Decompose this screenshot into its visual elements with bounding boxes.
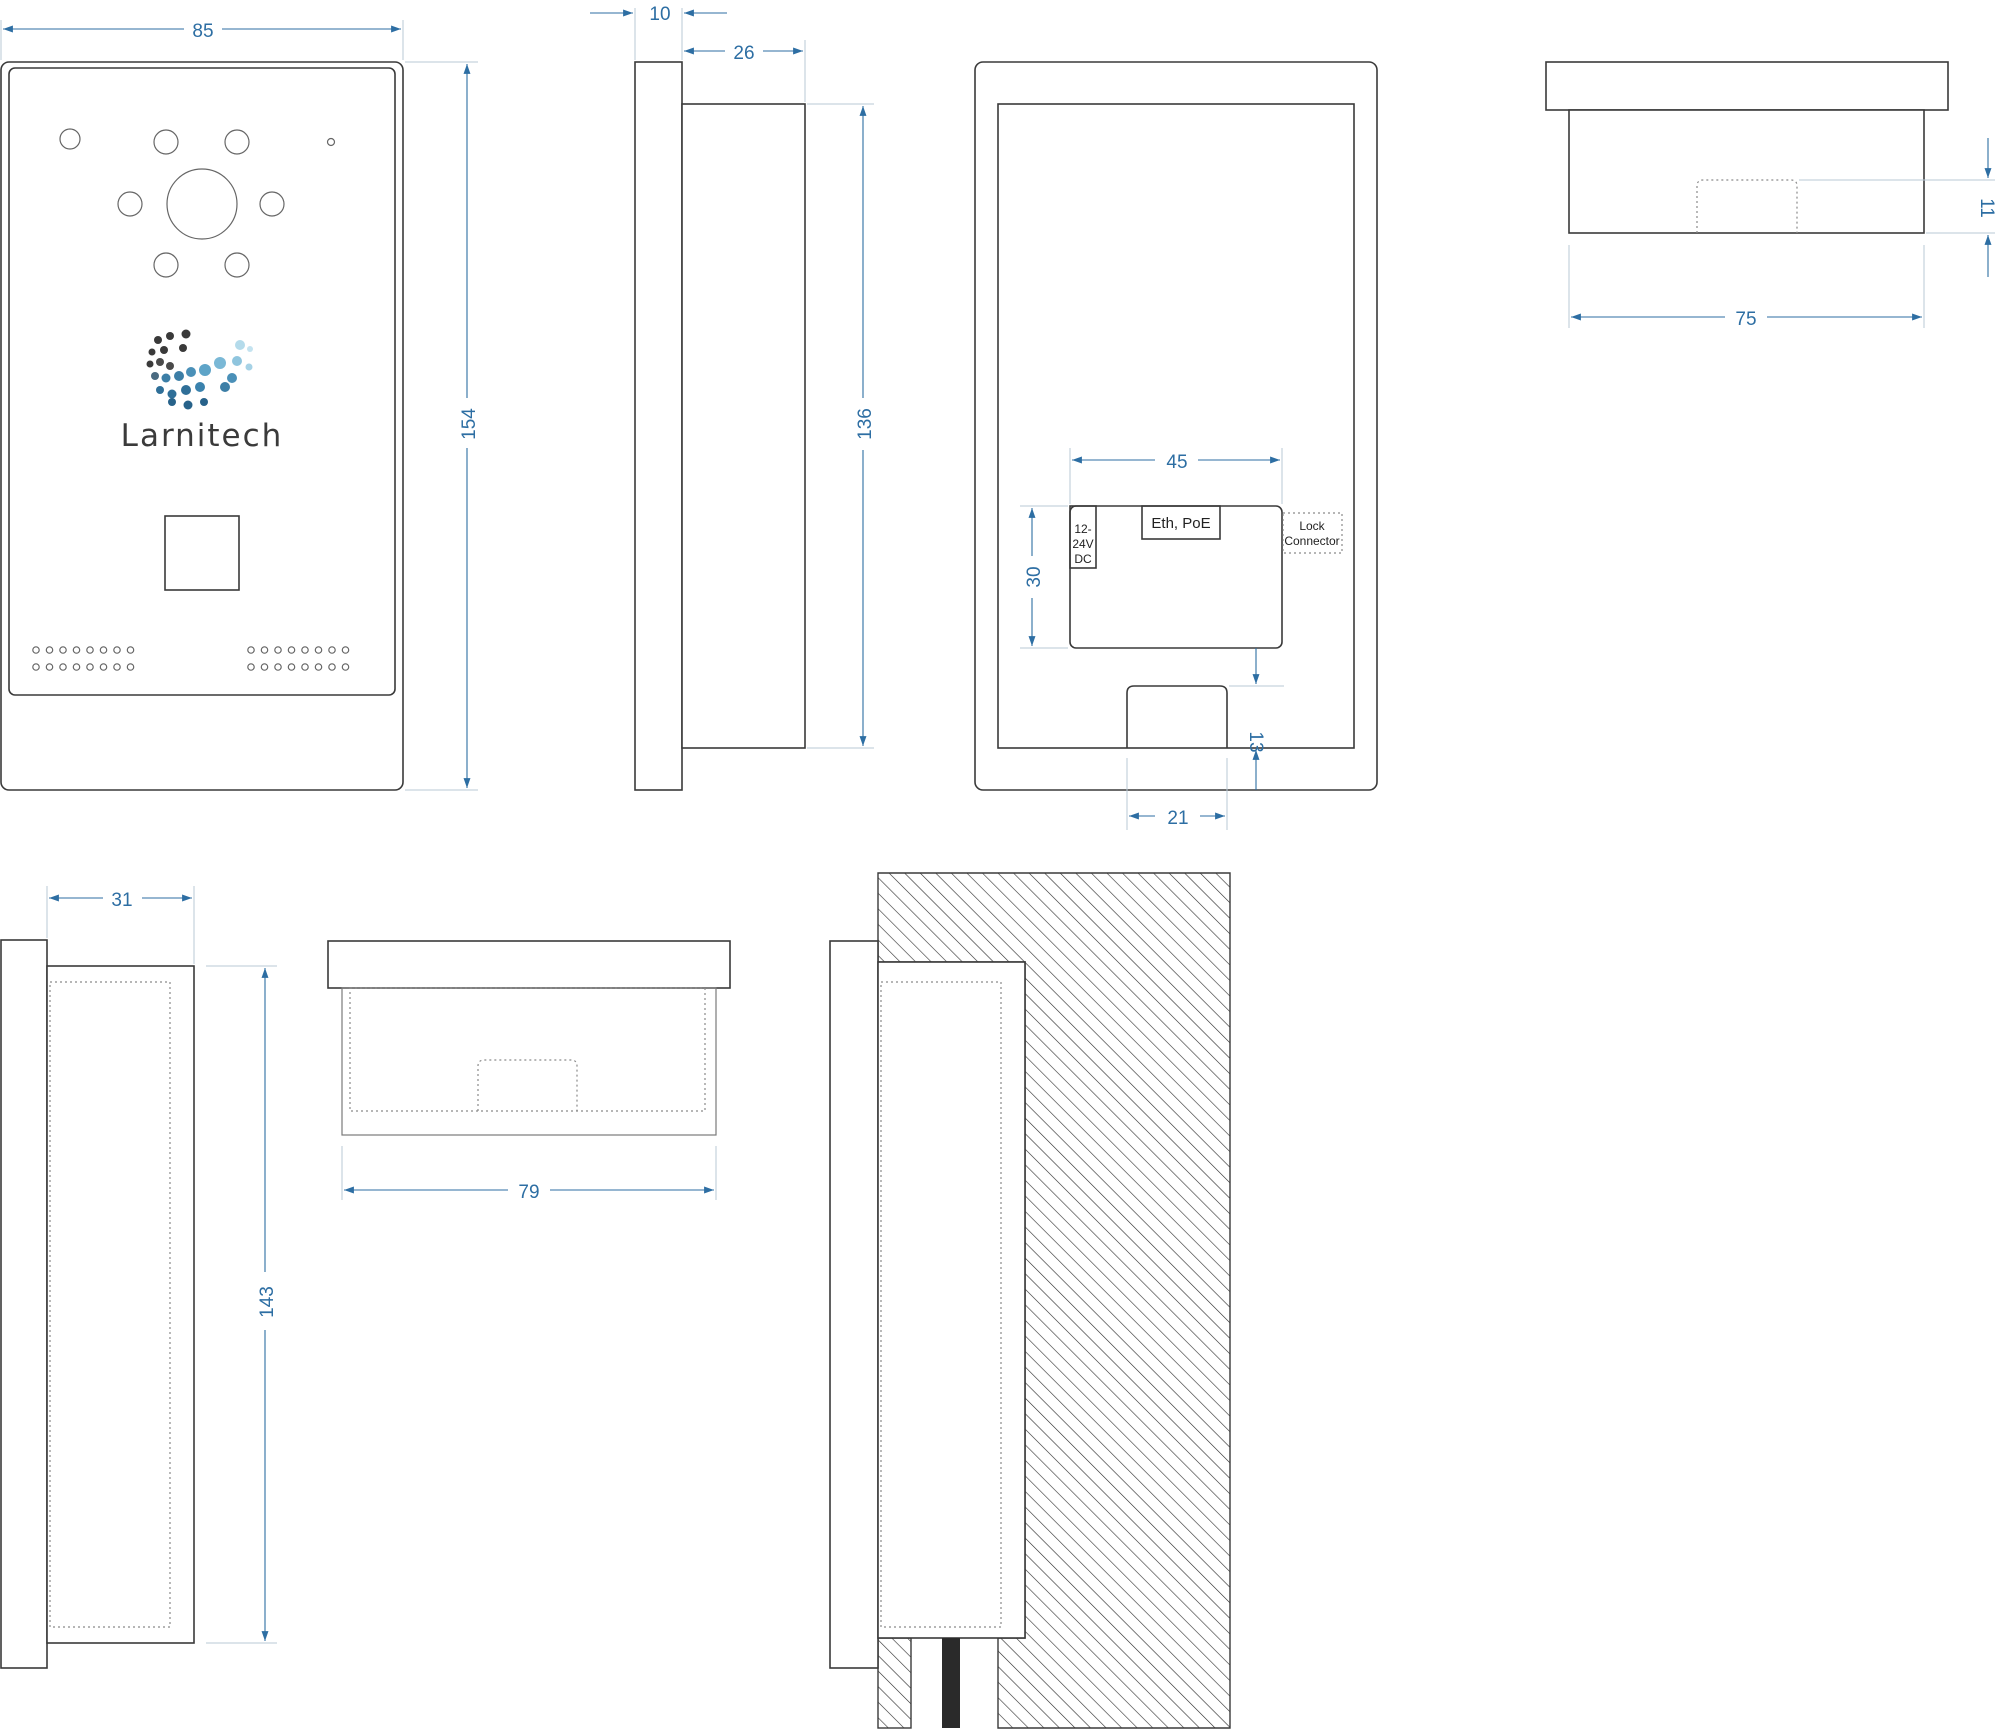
front-height-dimension: 154 — [459, 408, 480, 440]
speaker-hole — [59, 646, 67, 654]
speaker-hole — [99, 646, 108, 654]
speaker-hole — [113, 646, 121, 654]
brand-logo-icon — [146, 329, 253, 410]
back-view: 12- 24V DC Eth, PoE Lock Connector 45 30… — [974, 61, 1378, 830]
top-view: 11 75 — [1545, 61, 1997, 330]
speaker-hole — [247, 663, 255, 671]
speaker-hole — [45, 663, 54, 671]
speaker-hole — [86, 663, 94, 671]
speaker-hole — [72, 663, 81, 671]
speaker-hole — [287, 663, 296, 671]
ir-led — [224, 129, 250, 155]
ir-led — [259, 191, 285, 217]
front-panel-inner — [8, 67, 396, 696]
front-width-dimension: 85 — [192, 21, 213, 42]
ir-led — [153, 252, 179, 278]
section-box-inner — [880, 981, 1002, 1628]
speaker-hole — [59, 663, 67, 671]
speaker-hole — [328, 646, 336, 654]
speaker-hole — [301, 646, 309, 654]
top-plate — [1545, 61, 1949, 111]
back-plate-outline — [974, 61, 1378, 791]
ir-led — [224, 252, 250, 278]
wall-installation-section — [829, 872, 1231, 1729]
ir-led — [117, 191, 143, 217]
mounting-box-top-view: 79 — [327, 940, 731, 1203]
ethernet-label: Eth, PoE — [1151, 515, 1210, 532]
speaker-hole — [260, 646, 269, 654]
body-height-dimension: 136 — [855, 408, 876, 440]
mb-top-box — [341, 987, 717, 1136]
terminal-width-dimension: 45 — [1166, 452, 1187, 473]
speaker-hole — [274, 646, 282, 654]
side-body — [681, 103, 806, 749]
top-cable-slot — [1696, 179, 1798, 233]
mounting-box-side-view: 31 143 — [0, 886, 278, 1669]
speaker-hole — [99, 663, 108, 671]
camera-lens — [166, 168, 238, 240]
speaker-hole — [274, 663, 282, 671]
speaker-hole — [32, 663, 40, 671]
speaker-hole — [72, 646, 81, 654]
speaker-hole — [314, 663, 323, 671]
body-depth-dimension: 26 — [733, 43, 754, 64]
speaker-hole — [45, 646, 54, 654]
power-label-line-3: DC — [1074, 552, 1092, 566]
slot-width-dimension: 21 — [1167, 808, 1188, 829]
speaker-hole — [113, 663, 121, 671]
cable-slot — [1126, 685, 1228, 748]
speaker-hole — [126, 663, 135, 671]
speaker-hole — [314, 646, 323, 654]
top-width-dimension: 75 — [1735, 309, 1756, 330]
bottom-gap-dimension: 13 — [1245, 731, 1266, 752]
lock-label-line-1: Lock — [1299, 519, 1325, 533]
power-label-line-2: 24V — [1072, 537, 1093, 551]
mb-top-inner — [349, 987, 706, 1112]
speaker-hole — [328, 663, 336, 671]
keypad-button-area — [164, 515, 240, 591]
terminal-height-dimension: 30 — [1024, 566, 1045, 587]
mb-side-box — [46, 965, 195, 1644]
top-body — [1568, 109, 1925, 234]
mb-depth-dimension: 31 — [111, 890, 132, 911]
power-connector — [1069, 505, 1097, 569]
side-view: 10 26 136 — [590, 4, 876, 791]
speaker-hole — [126, 646, 135, 654]
brand-name: Larnitech — [121, 418, 284, 454]
top-depth-dimension: 11 — [1976, 198, 1997, 218]
section-plate — [829, 940, 879, 1669]
speaker-hole — [341, 646, 350, 654]
speaker-grille-left — [32, 646, 135, 671]
speaker-hole — [32, 646, 40, 654]
ethernet-port — [1141, 505, 1221, 540]
mb-height-dimension: 143 — [257, 1286, 278, 1318]
plate-thickness-dimension: 10 — [649, 4, 670, 25]
side-plate — [634, 61, 683, 791]
sensor-hole — [59, 128, 81, 150]
speaker-hole — [86, 646, 94, 654]
section-box — [877, 961, 1026, 1639]
back-body — [997, 103, 1355, 749]
mb-width-dimension: 79 — [518, 1182, 539, 1203]
speaker-grille-right — [247, 646, 350, 671]
mb-side-inner — [49, 981, 171, 1628]
power-label-line-1: 12- — [1074, 522, 1091, 536]
mb-top-plate — [327, 940, 731, 989]
mb-top-slot — [477, 1059, 578, 1111]
microphone-hole — [326, 137, 336, 147]
ir-led — [153, 129, 179, 155]
lock-label-line-2: Connector — [1284, 534, 1339, 548]
speaker-hole — [247, 646, 255, 654]
front-view: Larnitech 85 154 — [0, 20, 480, 791]
speaker-hole — [301, 663, 309, 671]
front-plate-outline — [0, 61, 404, 791]
wall-hatch-lower — [877, 1637, 912, 1729]
cable-icon — [942, 1638, 960, 1728]
speaker-hole — [287, 646, 296, 654]
mb-side-plate — [0, 939, 48, 1669]
speaker-hole — [341, 663, 350, 671]
speaker-hole — [260, 663, 269, 671]
